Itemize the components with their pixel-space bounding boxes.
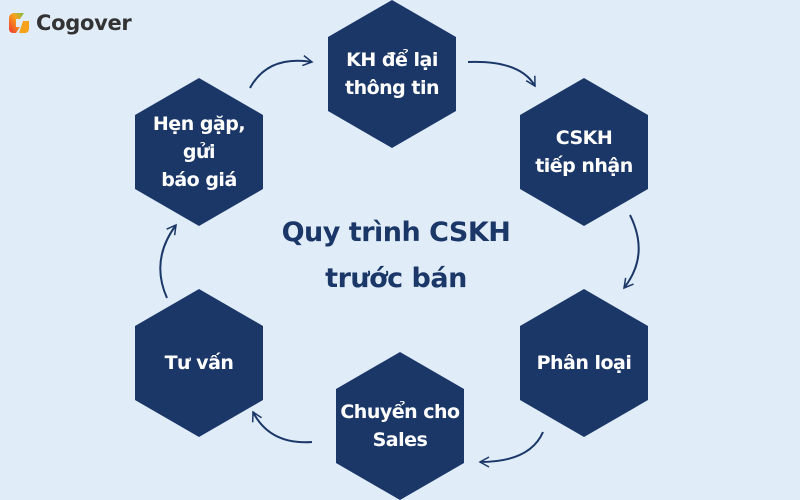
step-label: Phân loại bbox=[536, 352, 632, 374]
diagram-title: Quy trình CSKH trước bán bbox=[281, 217, 511, 294]
step-label: Chuyển cho Sales bbox=[340, 401, 460, 451]
cogover-logo-icon bbox=[9, 13, 29, 33]
arrow-6-to-1 bbox=[159, 223, 177, 299]
step-label: Tư vấn bbox=[164, 352, 234, 374]
step-label: Hẹn gặp, gửi báo giá bbox=[152, 113, 246, 191]
step-label: KH để lại thông tin bbox=[344, 49, 440, 99]
arrow-4-to-5 bbox=[478, 431, 544, 468]
brand-logo: Cogover bbox=[8, 11, 132, 35]
step-label: CSKH tiếp nhận bbox=[535, 127, 633, 177]
brand-name: Cogover bbox=[36, 11, 132, 35]
arrow-2-to-3 bbox=[467, 60, 536, 88]
arrow-1-to-2 bbox=[249, 55, 314, 89]
arrow-5-to-6 bbox=[251, 410, 313, 444]
arrow-3-to-4 bbox=[623, 214, 640, 290]
step-hexagon-1: KH để lại thông tin bbox=[328, 0, 456, 148]
